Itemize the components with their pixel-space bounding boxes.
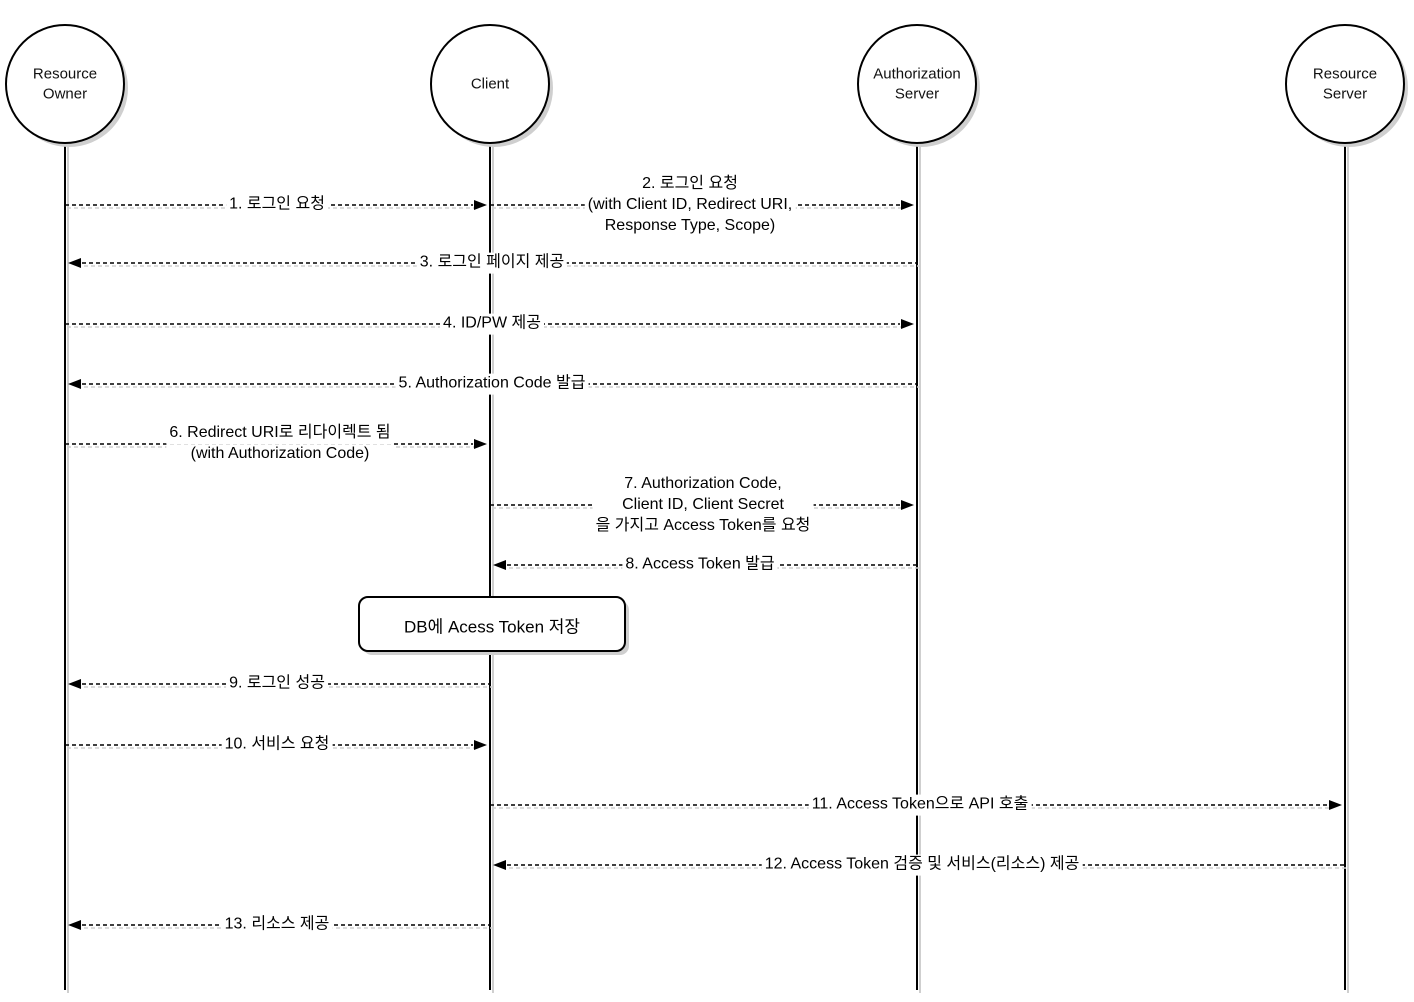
message-label-4: 4. ID/PW 제공 bbox=[440, 313, 544, 335]
message-text-line: 4. ID/PW 제공 bbox=[440, 313, 544, 335]
message-label-8: 8. Access Token 발급 bbox=[622, 554, 778, 576]
message-arrow-12 bbox=[493, 860, 1347, 870]
lifeline-client bbox=[489, 143, 494, 993]
note-label-db-access-token: DB에 Acess Token 저장 bbox=[403, 617, 581, 637]
message-arrow-5 bbox=[68, 379, 919, 389]
actor-name-line: Owner bbox=[30, 84, 100, 104]
actor-label-resource-owner: Resource Owner bbox=[30, 64, 100, 104]
message-arrow-3 bbox=[68, 258, 919, 268]
message-label-9: 9. 로그인 성공 bbox=[226, 673, 328, 695]
actor-label-authorization-server: Authorization Server bbox=[871, 64, 963, 104]
actor-name-line: Authorization bbox=[871, 64, 963, 84]
message-label-12: 12. Access Token 검증 및 서비스(리소스) 제공 bbox=[761, 854, 1083, 876]
message-text-line: 6. Redirect URI로 리다이렉트 됨 bbox=[166, 423, 394, 444]
message-label-7: 7. Authorization Code, Client ID, Client… bbox=[592, 473, 814, 537]
message-text-line: Response Type, Scope) bbox=[584, 215, 796, 237]
message-label-3: 3. 로그인 페이지 제공 bbox=[416, 252, 568, 274]
actor-name-line: Client bbox=[468, 74, 512, 94]
message-label-2: 2. 로그인 요청 (with Client ID, Redirect URI,… bbox=[584, 173, 796, 237]
message-arrow-11 bbox=[490, 800, 1342, 810]
message-label-1: 1. 로그인 요청 bbox=[226, 194, 328, 216]
message-label-10: 10. 서비스 요청 bbox=[221, 734, 333, 756]
message-text-line: 7. Authorization Code, bbox=[592, 473, 814, 495]
actor-name-line: Resource bbox=[1310, 64, 1380, 84]
message-text-line: (with Authorization Code) bbox=[166, 444, 394, 465]
message-text-line: 9. 로그인 성공 bbox=[226, 673, 328, 695]
message-text-line: 12. Access Token 검증 및 서비스(리소스) 제공 bbox=[761, 854, 1083, 876]
message-text-line: 11. Access Token으로 API 호출 bbox=[808, 794, 1032, 816]
message-text-line: (with Client ID, Redirect URI, bbox=[584, 194, 796, 216]
message-label-13: 13. 리소스 제공 bbox=[221, 914, 333, 936]
lifeline-authorization-server bbox=[916, 143, 921, 993]
message-text-line: 을 가지고 Access Token를 요청 bbox=[592, 515, 814, 537]
actor-name-line: Server bbox=[871, 84, 963, 104]
actor-name-line: Server bbox=[1310, 84, 1380, 104]
message-label-6: 6. Redirect URI로 리다이렉트 됨 (with Authoriza… bbox=[166, 423, 394, 465]
message-text-line: 1. 로그인 요청 bbox=[226, 194, 328, 216]
note-box-db-access-token bbox=[358, 596, 629, 655]
message-label-11: 11. Access Token으로 API 호출 bbox=[808, 794, 1032, 816]
message-label-5: 5. Authorization Code 발급 bbox=[395, 373, 589, 395]
actor-label-resource-server: Resource Server bbox=[1310, 64, 1380, 104]
message-text-line: 13. 리소스 제공 bbox=[221, 914, 333, 936]
message-text-line: Client ID, Client Secret bbox=[592, 494, 814, 516]
message-text-line: 8. Access Token 발급 bbox=[622, 554, 778, 576]
message-text-line: 5. Authorization Code 발급 bbox=[395, 373, 589, 395]
actor-name-line: Resource bbox=[30, 64, 100, 84]
message-text-line: 3. 로그인 페이지 제공 bbox=[416, 252, 568, 274]
message-text-line: 10. 서비스 요청 bbox=[221, 734, 333, 756]
message-arrow-4 bbox=[65, 319, 914, 329]
message-text-line: 2. 로그인 요청 bbox=[584, 173, 796, 195]
actor-label-client: Client bbox=[468, 74, 512, 94]
lifeline-resource-server bbox=[1344, 143, 1349, 993]
lifeline-resource-owner bbox=[64, 143, 69, 993]
